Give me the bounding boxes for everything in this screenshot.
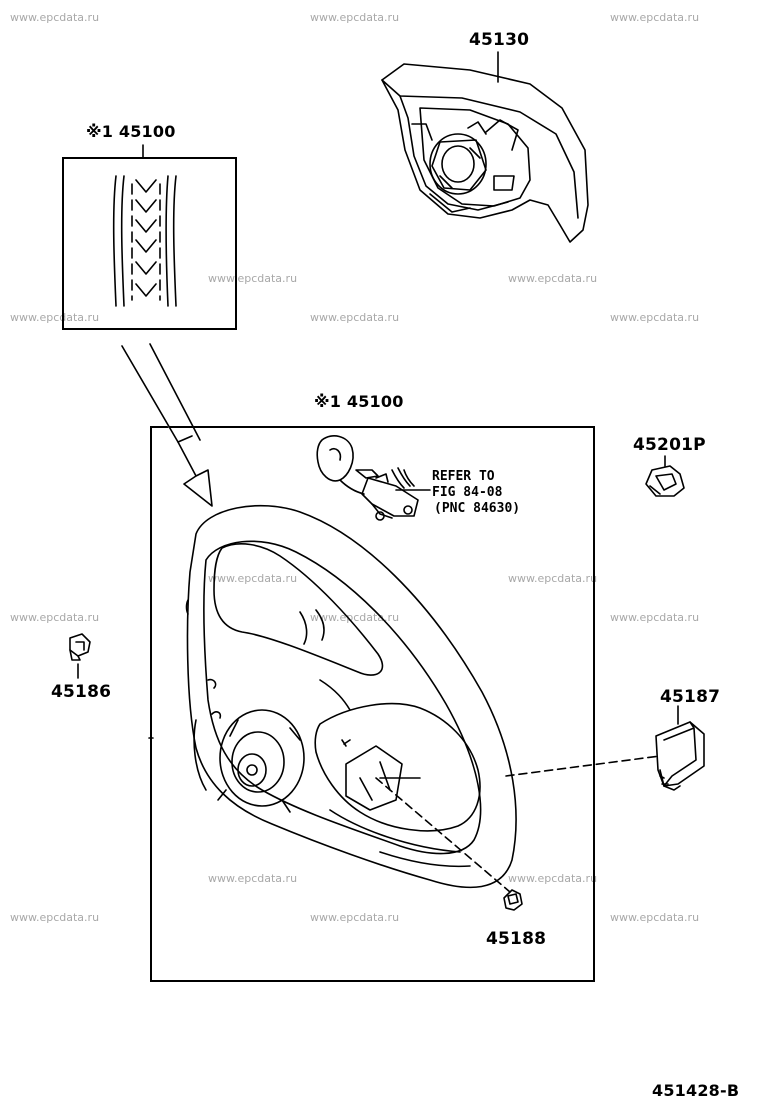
- detail-pointer-arrow: [121, 343, 213, 507]
- watermark: www.epcdata.ru: [610, 911, 700, 924]
- wheel-detail-box: [62, 157, 237, 330]
- figure-id: 451428-B: [652, 1081, 740, 1100]
- airbag-module-drawing: [381, 51, 589, 243]
- clip-45186-drawing: [69, 633, 91, 679]
- watermark: www.epcdata.ru: [610, 611, 700, 624]
- connector-drawing: [316, 435, 431, 521]
- watermark: www.epcdata.ru: [310, 11, 400, 24]
- part-number-airbag: 45130: [469, 30, 530, 50]
- wheel-detail-drawing: [112, 144, 177, 307]
- clip-45201p-drawing: [645, 455, 685, 497]
- part-number-nut: 45188: [486, 929, 547, 949]
- watermark: www.epcdata.ru: [10, 611, 100, 624]
- wheel-main-box: [150, 426, 595, 982]
- watermark: www.epcdata.ru: [310, 311, 400, 324]
- watermark: www.epcdata.ru: [208, 572, 298, 585]
- refer-note-line-1: REFER TO: [432, 469, 495, 484]
- part-number-clip-left: 45186: [51, 682, 112, 702]
- watermark: www.epcdata.ru: [508, 572, 598, 585]
- steering-wheel-drawing: [185, 504, 517, 889]
- part-number-wheel-detail: ※1 45100: [86, 122, 176, 141]
- watermark: www.epcdata.ru: [310, 911, 400, 924]
- watermark: www.epcdata.ru: [10, 911, 100, 924]
- watermark: www.epcdata.ru: [610, 311, 700, 324]
- leader-lines: [375, 755, 661, 893]
- nut-45188-drawing: [503, 889, 523, 911]
- refer-note-line-2: FIG 84-08: [432, 485, 503, 500]
- part-number-clip-right: 45201P: [633, 435, 706, 455]
- watermark: www.epcdata.ru: [610, 11, 700, 24]
- watermark: www.epcdata.ru: [10, 311, 100, 324]
- watermark: www.epcdata.ru: [508, 872, 598, 885]
- watermark: www.epcdata.ru: [208, 872, 298, 885]
- part-number-wheel-main: ※1 45100: [314, 392, 404, 411]
- cover-45187-drawing: [655, 705, 705, 791]
- watermark: www.epcdata.ru: [10, 11, 100, 24]
- refer-note-line-3: (PNC 84630): [434, 501, 521, 516]
- part-number-cover-right: 45187: [660, 687, 721, 707]
- watermark: www.epcdata.ru: [208, 272, 298, 285]
- watermark: www.epcdata.ru: [508, 272, 598, 285]
- watermark: www.epcdata.ru: [310, 611, 400, 624]
